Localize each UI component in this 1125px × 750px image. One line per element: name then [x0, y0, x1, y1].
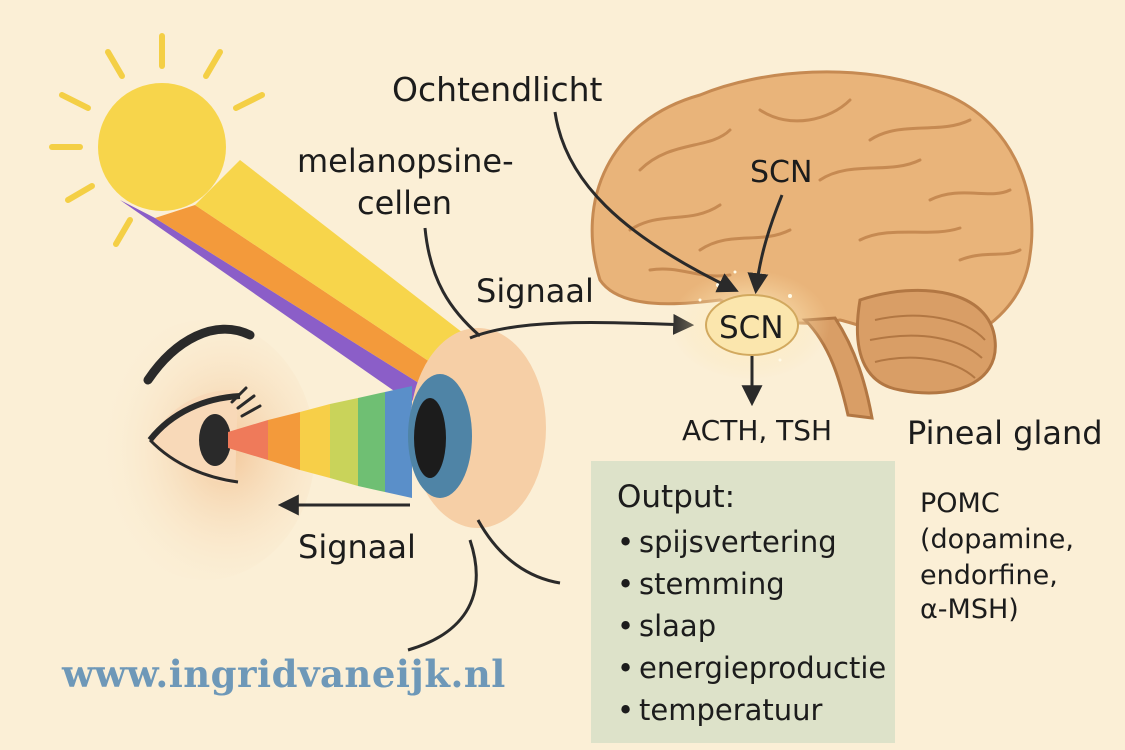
eyeball-icon — [408, 328, 546, 528]
bullet: • — [617, 651, 635, 685]
signaal-label-bottom: Signaal — [298, 528, 416, 566]
pomc-label-line1: POMC — [920, 488, 1000, 519]
bullet: • — [617, 525, 635, 559]
output-item-label: slaap — [639, 609, 717, 643]
ochtendlicht-arrow — [553, 111, 739, 293]
output-title: Output: — [617, 479, 736, 515]
scn-upper-label: SCN — [750, 155, 813, 190]
output-item-label: temperatuur — [639, 693, 823, 727]
sun-disc — [98, 83, 226, 211]
output-item: •spijsvertering — [617, 521, 895, 563]
output-list: •spijsvertering •stemming •slaap •energi… — [617, 521, 895, 731]
melanopsine-label-line2: cellen — [357, 184, 453, 222]
output-item-label: spijsvertering — [639, 525, 837, 559]
pomc-label-line4: α-MSH) — [920, 594, 1019, 625]
nerve-curve-lower — [476, 519, 561, 585]
scn-oval — [705, 294, 799, 356]
ochtendlicht-label: Ochtendlicht — [392, 70, 603, 109]
nerve-curve-bottom — [407, 539, 478, 652]
pomc-label-line2: (dopamine, — [920, 524, 1074, 555]
melanopsine-pointer — [423, 227, 481, 338]
pomc-label-line3: endorfine, — [920, 560, 1058, 591]
sunlight-beam — [120, 160, 472, 402]
watermark-text: www.ingridvaneijk.nl — [62, 652, 506, 696]
spectrum-cone — [228, 386, 412, 498]
pineal-gland-label: Pineal gland — [907, 414, 1103, 452]
bullet: • — [617, 609, 635, 643]
bullet: • — [617, 693, 635, 727]
sun-icon — [49, 33, 265, 247]
signaal-arrow-right — [469, 313, 695, 340]
output-item: •energieproductie — [617, 647, 895, 689]
acth-tsh-label: ACTH, TSH — [682, 414, 833, 447]
output-item: •slaap — [617, 605, 895, 647]
melanopsine-label-line1: melanopsine- — [297, 142, 514, 180]
brain-icon — [590, 70, 1034, 420]
bullet: • — [617, 567, 635, 601]
scn-down-arrow — [747, 194, 784, 295]
eye-icon — [95, 320, 315, 580]
scn-center-label: SCN — [719, 310, 784, 346]
output-item: •stemming — [617, 563, 895, 605]
output-item: •temperatuur — [617, 689, 895, 731]
output-item-label: stemming — [639, 567, 785, 601]
output-item-label: energieproductie — [639, 651, 887, 685]
output-box: Output: •spijsvertering •stemming •slaap… — [591, 461, 895, 743]
signaal-label-top: Signaal — [476, 272, 594, 310]
